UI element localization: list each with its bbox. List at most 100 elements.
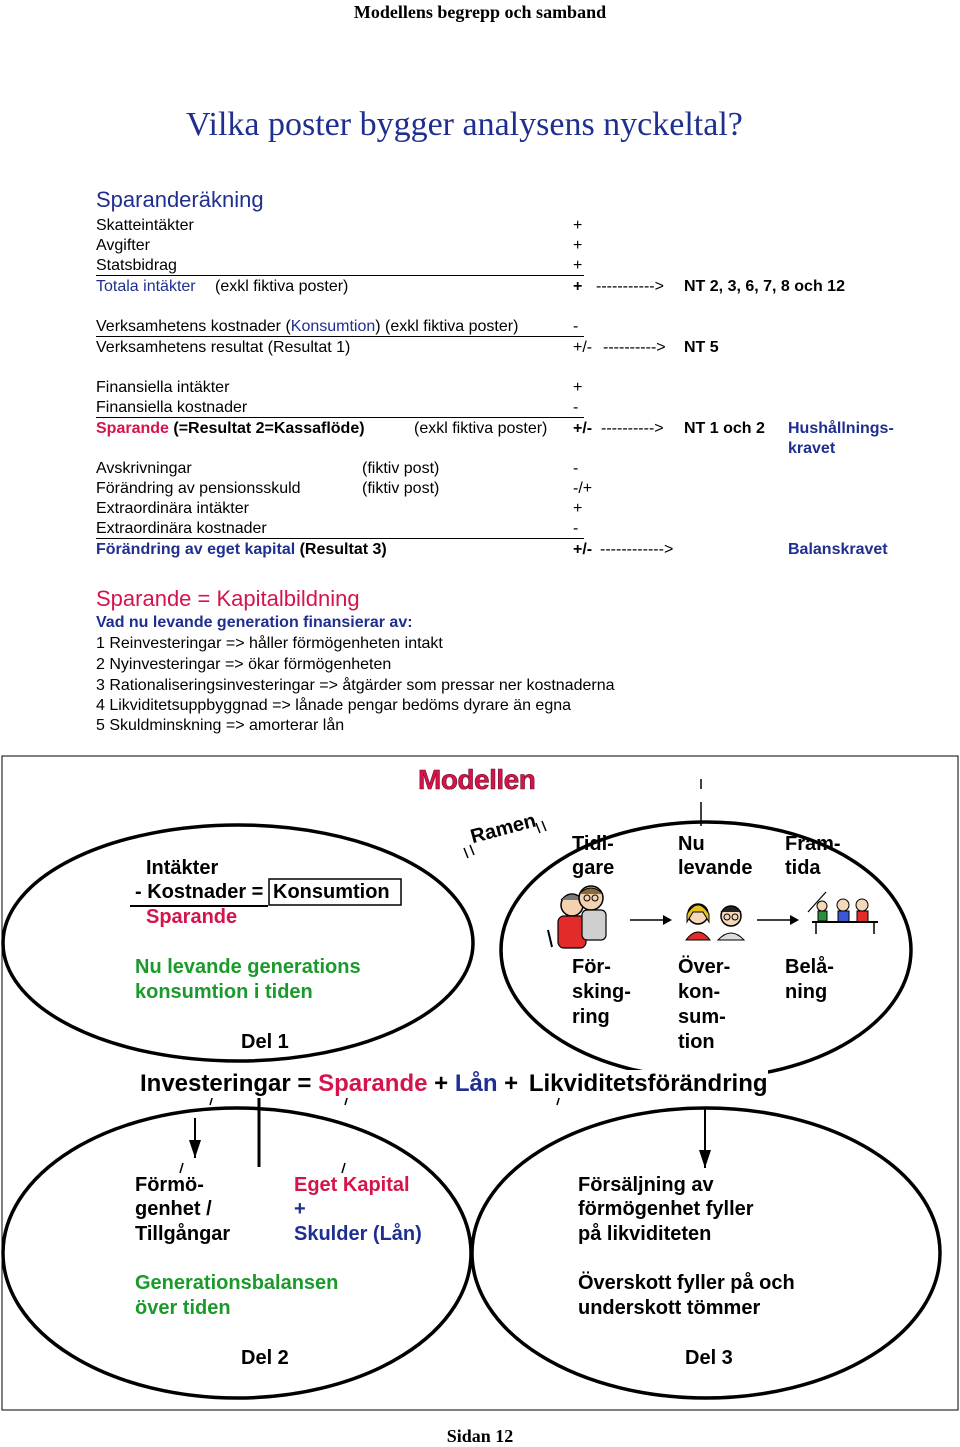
row-sign: + [573, 257, 583, 274]
forskingring-label: För- [572, 956, 611, 978]
ramen-stroke [541, 820, 547, 832]
overskott-label: underskott tömmer [578, 1297, 761, 1319]
forsaljning-label: Försäljning av [578, 1174, 714, 1196]
generationsbalansen-label: Generationsbalansen [135, 1272, 339, 1294]
generation-consumption-label: Nu levande generations [135, 956, 361, 978]
list-item: 1 Reinvesteringar => håller förmögenhete… [96, 635, 443, 652]
row-sign: +/- [573, 541, 593, 558]
tidigare-label: gare [572, 857, 615, 879]
row-sign: - [573, 460, 579, 477]
sum-line [96, 336, 584, 337]
equation-likviditet: Likviditetsförändring [528, 1070, 768, 1097]
balanskravet-label: Balanskravet [788, 541, 888, 558]
kostnader-label: - Kostnader = [135, 881, 264, 903]
row-label: Sparande (=Resultat 2=Kassaflöde) [96, 419, 365, 439]
row-label: Extraordinära intäkter [96, 500, 249, 517]
nt-reference: NT 2, 3, 6, 7, 8 och 12 [684, 278, 845, 295]
nu-levande-label: levande [678, 857, 753, 879]
running-header: Modellens begrepp och samband [353, 2, 607, 22]
intakter-label: Intäkter [146, 857, 219, 879]
row-label: Statsbidrag [96, 257, 177, 274]
overkonsumtion-label: kon- [678, 981, 721, 1003]
sum-line [96, 417, 584, 418]
row-arrow: ----------> [601, 420, 664, 437]
row-arrow: -----------> [596, 278, 664, 295]
plus-label: + [294, 1198, 306, 1220]
row-sign: -/+ [573, 480, 593, 497]
forsaljning-label: förmögenhet fyller [578, 1198, 754, 1220]
arrow-right-1-head [663, 915, 672, 925]
ramen-stroke [463, 847, 469, 859]
row-label: Finansiella intäkter [96, 379, 230, 396]
investment-equation: Investeringar = Sparande + Lån + Likvidi… [140, 1070, 768, 1098]
generationsbalansen-label: över tiden [135, 1297, 231, 1319]
row-label: Extraordinära kostnader [96, 520, 267, 537]
ramen-stroke [469, 844, 475, 856]
equation-part: + [427, 1070, 455, 1097]
konsumtion-label: Konsumtion [273, 881, 390, 903]
del2-label: Del 2 [241, 1347, 289, 1369]
sum-line [96, 538, 584, 539]
tick-line [179, 1162, 184, 1174]
equation-part: Investeringar = [140, 1070, 319, 1097]
row-label: Verksamhetens kostnader (Konsumtion) (ex… [96, 317, 518, 337]
konsumtion-box [268, 878, 402, 906]
tidigare-label: Tidi- [572, 833, 614, 855]
del3-label: Del 3 [685, 1347, 733, 1369]
model-title: Modellen [418, 764, 536, 796]
adults-illustration [684, 903, 746, 941]
formogenhet-label: genhet / [135, 1198, 212, 1220]
hushallningskravet-label: Hushållnings- [788, 420, 894, 437]
forskingring-label: sking- [572, 981, 631, 1003]
eget-kapital-label: Eget Kapital [294, 1174, 410, 1196]
main-title: Vilka poster bygger analysens nyckeltal? [186, 106, 743, 143]
konsumtion-text: Konsumtion [290, 318, 376, 335]
formogenhet-label: Tillgångar [135, 1223, 231, 1245]
skulder-label: Skulder (Lån) [294, 1223, 422, 1245]
formogenhet-label: Förmö- [135, 1174, 204, 1196]
nt-reference: NT 5 [684, 339, 719, 356]
section1-title: Sparanderäkning [96, 187, 264, 212]
hushallningskravet-label: kravet [788, 440, 836, 457]
label-part: (=Resultat 2=Kassaflöde) [168, 420, 365, 437]
list-item: 2 Nyinvesteringar => ökar förmögenheten [96, 656, 392, 673]
row-label: Förändring av pensionsskuld [96, 480, 301, 497]
elderly-couple-illustration [547, 885, 607, 949]
page-footer: Sidan 12 [446, 1426, 514, 1446]
framtida-label: Fram- [785, 833, 841, 855]
row-arrow: ------------> [600, 541, 674, 558]
belaning-label: ning [785, 981, 828, 1003]
nt-reference: NT 1 och 2 [684, 420, 765, 437]
row-label: Totala intäkter [96, 278, 196, 295]
row-label: Förändring av eget kapital (Resultat 3) [96, 540, 387, 560]
row-label: Avskrivningar [96, 460, 192, 477]
forsaljning-label: på likviditeten [578, 1223, 712, 1245]
arrow-down-right-head [699, 1150, 711, 1168]
label-part: (Resultat 3) [295, 541, 387, 558]
equation-lan: Lån [454, 1070, 498, 1097]
model-frame [1, 755, 959, 1411]
row-sign: - [573, 399, 579, 416]
row-label: Verksamhetens resultat (Resultat 1) [96, 339, 351, 356]
row-arrow: ----------> [603, 339, 666, 356]
section2-title: Sparande = Kapitalbildning [96, 586, 360, 611]
bottom-left-oval [1, 1106, 473, 1400]
equation-part: + [497, 1070, 525, 1097]
forandring-eget-kapital-text: Förändring av eget kapital [96, 541, 296, 558]
row-sign: +/- [573, 339, 593, 356]
row-sign: + [573, 379, 583, 396]
sparande-text: Sparande [96, 420, 169, 437]
row-label: Avgifter [96, 237, 150, 254]
label-part: ) (exkl fiktiva poster) [375, 318, 519, 335]
overkonsumtion-label: sum- [678, 1006, 726, 1028]
arrow-right-2-head [790, 915, 799, 925]
row-sign: + [573, 217, 583, 234]
generation-consumption-label: konsumtion i tiden [135, 981, 313, 1003]
arrow-down-left-head [189, 1140, 201, 1158]
left-oval [1, 823, 475, 1063]
sum-line [96, 275, 584, 276]
overkonsumtion-label: Över- [678, 956, 731, 978]
row-paren: (exkl fiktiva poster) [414, 420, 548, 437]
nu-levande-label: Nu [678, 833, 705, 855]
